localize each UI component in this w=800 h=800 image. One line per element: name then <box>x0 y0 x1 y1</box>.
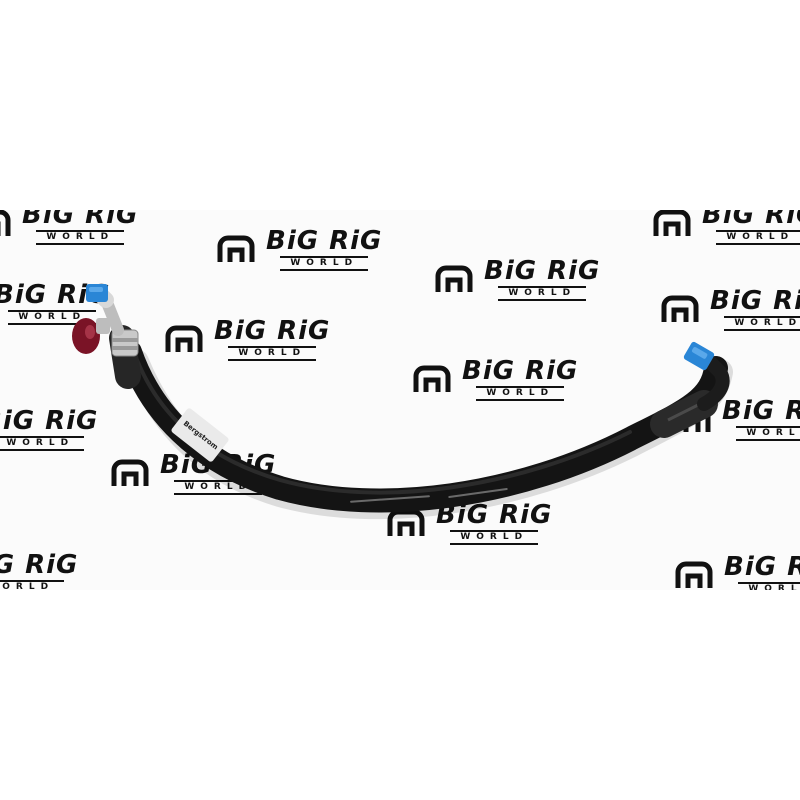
watermark-logo: BiG RiG WORLD <box>658 288 800 331</box>
watermark-brand: BiG RiG <box>266 226 383 256</box>
watermark-text: BiG RiG WORLD <box>22 210 138 245</box>
watermark-logo: BiG RiG WORLD <box>0 552 78 590</box>
watermark-subtitle: WORLD <box>498 286 587 301</box>
right-ferrule <box>650 390 718 438</box>
watermark-brand: BiG RiG <box>214 316 331 346</box>
watermark-text: BiG RiG WORLD <box>462 358 578 401</box>
watermark-brand: BiG RiG <box>0 550 79 580</box>
watermark-subtitle: WORLD <box>724 316 800 331</box>
watermark-subtitle: WORLD <box>174 480 263 495</box>
hose-highlight <box>132 350 632 495</box>
watermark-brand: BiG RiG <box>0 406 99 436</box>
watermark-subtitle: WORLD <box>0 436 85 451</box>
watermark-text: BiG RiG WORLD <box>0 552 78 590</box>
watermark-text: BiG RiG WORLD <box>0 408 98 451</box>
watermark-brand: BiG RiG <box>710 286 800 316</box>
watermark-text: BiG RiG WORLD <box>484 258 600 301</box>
watermark-subtitle: WORLD <box>0 580 65 590</box>
watermark-subtitle: WORLD <box>736 426 800 441</box>
watermark-subtitle: WORLD <box>8 310 97 325</box>
watermark-text: BiG RiG WORLD <box>436 502 552 545</box>
blue-cap-right-icon <box>683 341 715 371</box>
watermark-logo: BiG RiG WORLD <box>0 210 138 245</box>
big-rig-logo-icon <box>217 235 255 262</box>
right-tube <box>697 353 730 411</box>
big-rig-logo-icon <box>435 265 473 292</box>
watermark-text: BiG RiG WORLD <box>702 210 800 245</box>
big-rig-logo-icon <box>165 325 203 352</box>
watermark-brand: BiG RiG <box>702 210 800 230</box>
watermark-logo: BiG RiG WORLD <box>162 318 330 361</box>
big-rig-logo-icon <box>675 561 713 588</box>
watermark-subtitle: WORLD <box>476 386 565 401</box>
watermark-brand: BiG RiG <box>462 356 579 386</box>
watermark-subtitle: WORLD <box>280 256 369 271</box>
watermark-brand: BiG RiG <box>484 256 601 286</box>
watermark-brand: BiG RiG <box>724 552 800 582</box>
watermark-text: BiG RiG WORLD <box>710 288 800 331</box>
watermark-logo: BiG RiG WORLD <box>410 358 578 401</box>
big-rig-logo-icon <box>111 459 149 486</box>
watermark-text: BiG RiG WORLD <box>724 554 800 590</box>
big-rig-logo-icon <box>413 365 451 392</box>
hose-printing <box>350 487 508 503</box>
red-service-cap-icon <box>72 318 110 354</box>
watermark-brand: BiG RiG <box>722 396 800 426</box>
watermark-text: BiG RiG WORLD <box>722 398 800 441</box>
watermark-subtitle: WORLD <box>36 230 125 245</box>
watermark-subtitle: WORLD <box>228 346 317 361</box>
watermark-subtitle: WORLD <box>738 582 800 590</box>
watermark-background: BiG RiG WORLD BiG RiG WORLD BiG RiG WORL… <box>0 210 800 590</box>
watermark-logo: BiG RiG WORLD <box>0 408 98 451</box>
watermark-subtitle: WORLD <box>450 530 539 545</box>
watermark-logo: BiG RiG WORLD <box>214 228 382 271</box>
watermark-subtitle: WORLD <box>716 230 800 245</box>
big-rig-logo-icon <box>0 210 11 236</box>
watermark-text: BiG RiG WORLD <box>214 318 330 361</box>
big-rig-logo-icon <box>661 295 699 322</box>
blue-cap-left-icon <box>86 284 108 302</box>
watermark-logo: BiG RiG WORLD <box>432 258 600 301</box>
watermark-logo: BiG RiG WORLD <box>672 554 800 590</box>
watermark-brand: BiG RiG <box>22 210 139 230</box>
watermark-logo: BiG RiG WORLD <box>650 210 800 245</box>
watermark-text: BiG RiG WORLD <box>266 228 382 271</box>
big-rig-logo-icon <box>653 210 691 236</box>
